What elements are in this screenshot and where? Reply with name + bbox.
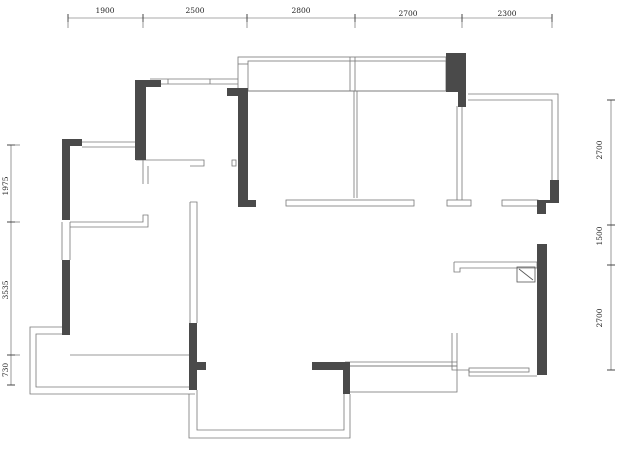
- wall-top-right-pillar: [446, 53, 466, 107]
- top-dimension-5: 2300: [497, 9, 516, 18]
- lower-left-balcony: [29, 326, 195, 395]
- top-dimension-3: 2800: [291, 6, 310, 15]
- wall-bay-corner: [537, 180, 559, 214]
- structural-walls: [62, 53, 559, 394]
- right-dimension-2: 1500: [595, 226, 604, 245]
- top-dimension-4: 2700: [398, 9, 417, 18]
- wall-left-lower: [62, 260, 70, 335]
- top-dimension-1: 1900: [95, 6, 114, 15]
- bottom-bay: [188, 390, 351, 439]
- window-upper-left: [150, 78, 238, 85]
- top-dimension-2: 2500: [185, 6, 204, 15]
- wall-left-upper: [62, 139, 82, 220]
- wall-upper-left-room: [135, 80, 161, 160]
- right-bay-window: [468, 93, 559, 188]
- wall-central-upper: [227, 88, 256, 207]
- left-dimension-1: 1975: [1, 176, 10, 195]
- wall-central-lower: [189, 323, 206, 390]
- right-dimension-3: 2700: [595, 308, 604, 327]
- top-dimension-line: 1900 2500 2800 2700 2300: [67, 6, 553, 28]
- right-dimension-1: 2700: [595, 140, 604, 159]
- wall-right: [537, 244, 547, 375]
- wall-bottom-middle: [312, 362, 350, 394]
- window-left-room: [82, 141, 136, 148]
- left-dimension-2: 3535: [1, 280, 10, 299]
- right-dimension-line: 2700 1500 2700: [595, 99, 615, 371]
- plan-outlines: [29, 56, 559, 439]
- left-dimension-3: 730: [1, 363, 10, 378]
- top-balcony-strip: [237, 56, 447, 92]
- utility-box: [516, 266, 536, 283]
- left-dimension-line: 1975 3535 730: [1, 144, 20, 386]
